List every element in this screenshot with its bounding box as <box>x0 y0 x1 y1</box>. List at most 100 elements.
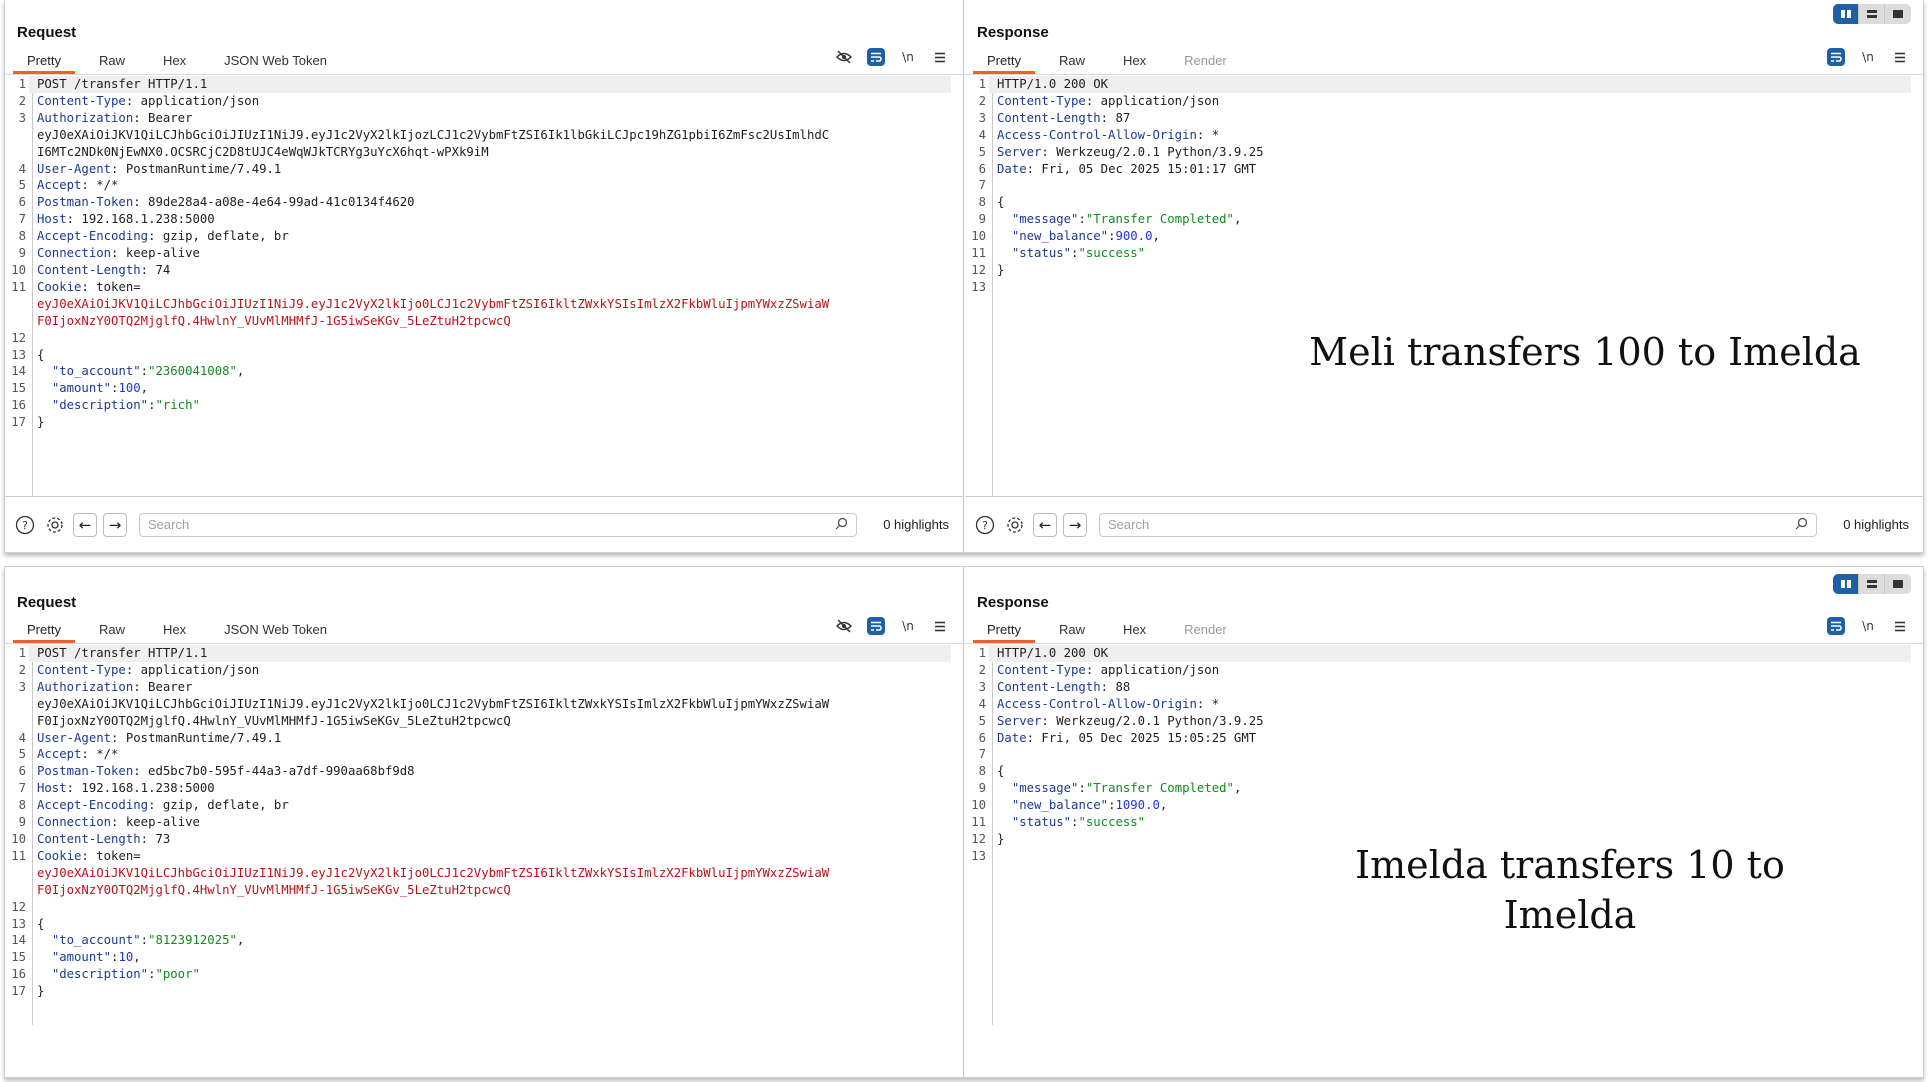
cookie-token-value: eyJ0eXAiOiJKV1QiLCJhbGciOiJIUzI1NiJ9.eyJ… <box>37 865 830 880</box>
json-key: "amount" <box>51 381 112 396</box>
menu-icon[interactable] <box>1891 617 1909 635</box>
previous-arrow-button[interactable]: ← <box>1033 512 1057 537</box>
layout-side-by-side-icon[interactable] <box>1833 4 1859 24</box>
json-colon: : <box>1078 781 1086 796</box>
header-value: */* <box>88 178 119 193</box>
tab-hex[interactable]: Hex <box>162 53 187 68</box>
layout-toggle <box>1833 574 1911 594</box>
response-search-field[interactable] <box>1099 512 1818 537</box>
json-indent <box>37 381 52 395</box>
tab-pretty[interactable]: Pretty <box>13 619 75 643</box>
header-value: 87 <box>1108 110 1131 125</box>
layout-single-icon[interactable] <box>1885 4 1911 24</box>
json-key: "message" <box>1011 781 1079 796</box>
line-content: F0IjoxNzY0OTQ2MjglfQ.4HwlnY_VUvMlMHMfJ-1… <box>29 313 511 330</box>
settings-gear-icon[interactable] <box>1003 513 1027 537</box>
search-input[interactable] <box>148 517 836 532</box>
search-input[interactable] <box>1108 517 1796 532</box>
request-toolbar: \n <box>835 48 949 66</box>
tab-json-web-token[interactable]: JSON Web Token <box>224 53 327 68</box>
tab-pretty[interactable]: Pretty <box>973 50 1035 74</box>
header-name: Postman-Token <box>37 764 134 779</box>
line-content <box>989 279 997 296</box>
tab-pretty[interactable]: Pretty <box>973 619 1035 643</box>
tab-render[interactable]: Render <box>1184 53 1227 68</box>
header-name: Authorization <box>37 679 134 694</box>
help-icon[interactable]: ? <box>13 513 37 537</box>
tab-pretty[interactable]: Pretty <box>13 50 75 74</box>
line-content: eyJ0eXAiOiJKV1QiLCJhbGciOiJIUzI1NiJ9.eyJ… <box>29 127 829 144</box>
line-number <box>5 313 29 330</box>
header-value: 89de28a4-a08e-4e64-99ad-41c0134f4620 <box>140 195 415 210</box>
line-content: HTTP/1.0 200 OK <box>989 76 1911 93</box>
layout-single-icon[interactable] <box>1885 574 1911 594</box>
next-arrow-button[interactable]: → <box>103 512 127 537</box>
header-value: Fri, 05 Dec 2025 15:05:25 GMT <box>1034 730 1257 745</box>
hide-eye-icon[interactable] <box>835 48 853 66</box>
header-name: Postman-Token <box>37 195 134 210</box>
tab-hex[interactable]: Hex <box>1122 53 1147 68</box>
header-colon: : <box>140 831 149 846</box>
next-arrow-button[interactable]: → <box>1063 512 1087 537</box>
menu-icon[interactable] <box>1891 48 1909 66</box>
menu-icon[interactable] <box>931 617 949 635</box>
line-content: } <box>37 415 45 430</box>
header-colon: : <box>1196 696 1205 711</box>
line-content <box>29 330 37 347</box>
hide-eye-icon[interactable] <box>835 617 853 635</box>
header-value: token= <box>88 848 141 863</box>
word-wrap-icon[interactable] <box>1827 48 1845 66</box>
layout-stacked-icon[interactable] <box>1859 4 1885 24</box>
word-wrap-icon[interactable] <box>1827 617 1845 635</box>
layout-side-by-side-icon[interactable] <box>1833 574 1859 594</box>
layout-stacked-icon[interactable] <box>1859 574 1885 594</box>
newline-icon[interactable]: \n <box>1862 50 1874 64</box>
tab-json-web-token[interactable]: JSON Web Token <box>224 622 327 637</box>
header-colon: : <box>125 93 134 108</box>
divider <box>965 643 1923 644</box>
tab-raw[interactable]: Raw <box>98 53 125 68</box>
json-colon: : <box>148 967 156 982</box>
help-icon[interactable]: ? <box>973 513 997 537</box>
line-number: 9 <box>18 815 26 830</box>
tab-hex[interactable]: Hex <box>162 622 187 637</box>
json-string: "rich" <box>155 398 200 413</box>
request-search-field[interactable] <box>139 512 858 537</box>
code-line: eyJ0eXAiOiJKV1QiLCJhbGciOiJIUzI1NiJ9.eyJ… <box>5 696 963 713</box>
line-content: Connection: keep-alive <box>29 814 200 831</box>
line-content: Content-Length: 88 <box>989 679 1130 696</box>
header-colon: : <box>140 262 149 277</box>
tab-raw[interactable]: Raw <box>1058 622 1085 637</box>
line-number: 1 <box>978 77 986 91</box>
line-content: I6MTc2NDk0NjEwNX0.OCSRCjC2D8tUJC4eWqWJkT… <box>29 144 489 161</box>
line-content: "message":"Transfer Completed", <box>989 211 1242 228</box>
newline-icon[interactable]: \n <box>1862 619 1874 633</box>
line-content: "message":"Transfer Completed", <box>989 780 1242 797</box>
newline-icon[interactable]: \n <box>902 619 914 633</box>
tab-render[interactable]: Render <box>1184 622 1227 637</box>
header-name: Content-Type <box>37 93 126 108</box>
settings-gear-icon[interactable] <box>43 513 67 537</box>
tab-raw[interactable]: Raw <box>98 622 125 637</box>
request-title: Request <box>17 594 77 611</box>
line-content: "status":"success" <box>989 814 1145 831</box>
word-wrap-icon[interactable] <box>867 617 885 635</box>
line-number: 3 <box>18 679 26 694</box>
word-wrap-icon[interactable] <box>867 48 885 66</box>
line-number: 6 <box>18 764 26 779</box>
tab-raw[interactable]: Raw <box>1058 53 1085 68</box>
header-value: application/json <box>133 93 260 108</box>
previous-arrow-button[interactable]: ← <box>73 512 97 537</box>
tab-hex[interactable]: Hex <box>1122 622 1147 637</box>
menu-icon[interactable] <box>931 48 949 66</box>
header-value: 88 <box>1108 679 1131 694</box>
newline-icon[interactable]: \n <box>902 50 914 64</box>
